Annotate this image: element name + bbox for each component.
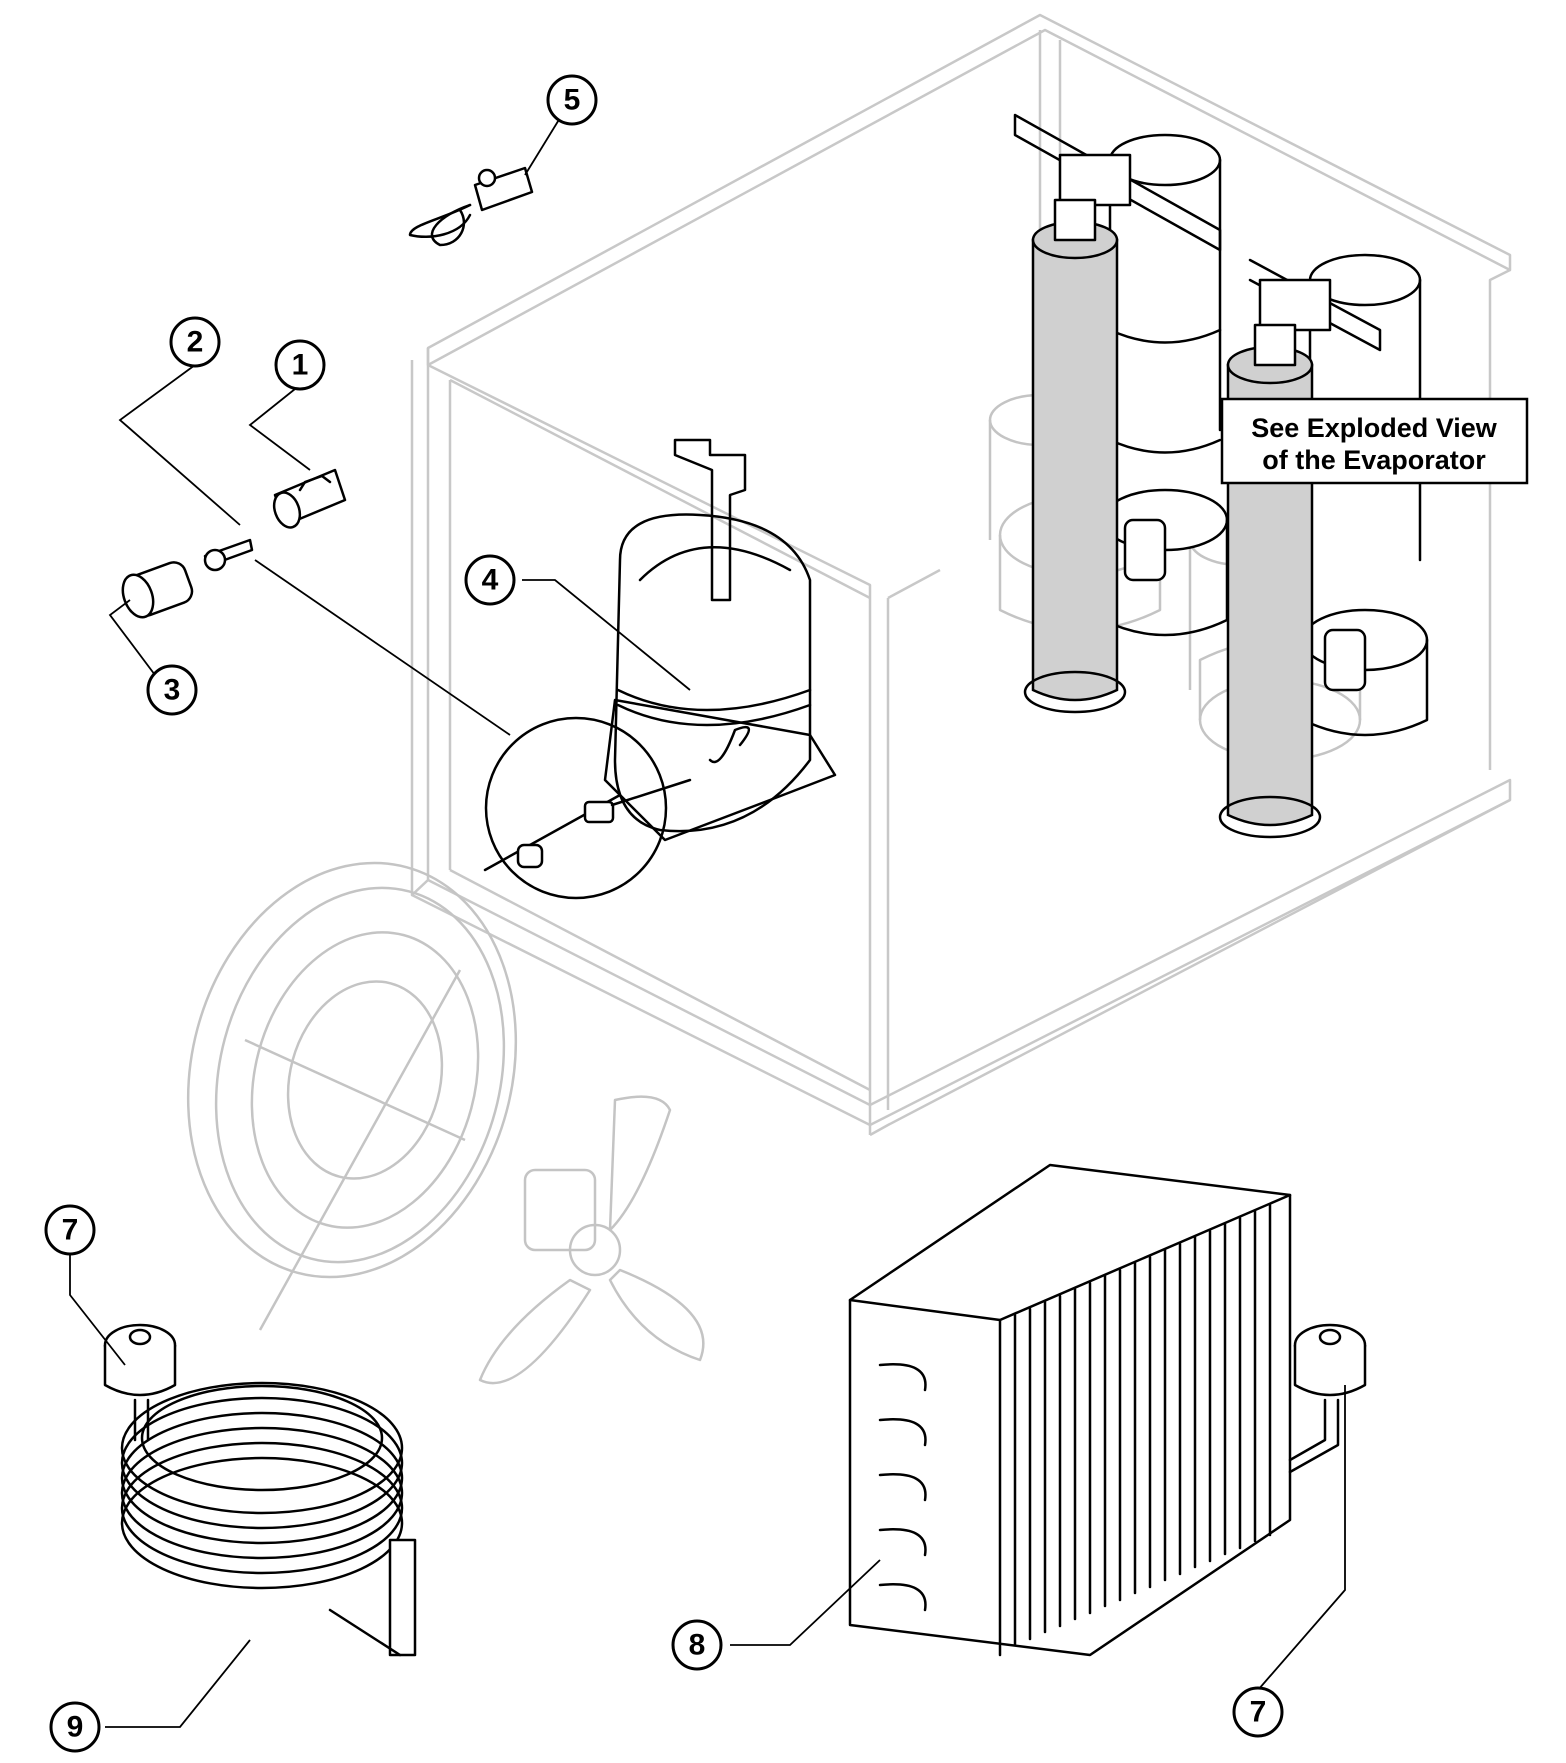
condenser-coil: [848, 1163, 1367, 1657]
evaporator-assembly: [1013, 113, 1429, 839]
callout-3: 3: [146, 664, 198, 716]
callout-8: 8: [671, 1619, 723, 1671]
coil-fins: [1013, 1203, 1272, 1647]
condenser-fan: [186, 861, 705, 1385]
water-coil: [103, 1323, 417, 1657]
callout-8-label: 8: [689, 1629, 706, 1662]
callout-4-label: 4: [482, 564, 499, 597]
detail-circle: [483, 716, 692, 900]
callout-3-label: 3: [164, 674, 181, 707]
callout-9-label: 9: [67, 1711, 84, 1744]
callout-4: 4: [464, 554, 516, 606]
evaporator-note: See Exploded View of the Evaporator: [1220, 397, 1529, 485]
callout-7-right: 7: [1232, 1686, 1284, 1738]
callout-1-label: 1: [292, 349, 309, 382]
callout-7-left: 7: [44, 1204, 96, 1256]
callout-2-label: 2: [187, 326, 204, 359]
callout-5: 5: [546, 74, 598, 126]
callout-7-right-label: 7: [1250, 1696, 1267, 1729]
callout-5-label: 5: [564, 84, 581, 117]
callout-7-left-label: 7: [62, 1214, 79, 1247]
cabinet-frame: [410, 13, 1512, 1137]
expansion-valve: [408, 166, 534, 247]
callout-9: 9: [49, 1701, 101, 1753]
note-line-2: of the Evaporator: [1262, 445, 1486, 475]
callout-1: 1: [274, 339, 326, 391]
note-line-1: See Exploded View: [1251, 413, 1498, 443]
callout-2: 2: [169, 316, 221, 368]
compressor: [603, 438, 837, 842]
leader-lines: [69, 117, 1346, 1728]
service-valve-parts: [121, 468, 511, 736]
